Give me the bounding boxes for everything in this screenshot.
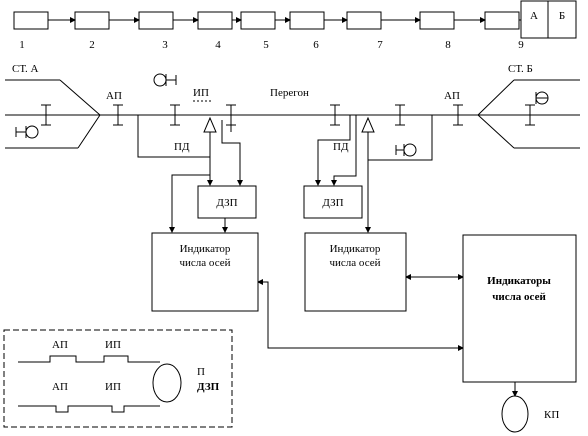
chain-number-9: 9 xyxy=(518,39,524,51)
chain-block-4 xyxy=(197,11,233,30)
legend-dzp: ДЗП xyxy=(197,381,220,393)
chain-block-2 xyxy=(74,11,110,30)
signal-lower-right xyxy=(395,143,417,157)
legend-ap-2: АП xyxy=(52,381,68,393)
chain-block-5 xyxy=(240,11,276,30)
indicators-big-line1: Индикаторы xyxy=(487,275,551,287)
indicator-left-block: Индикатор числа осей xyxy=(151,232,259,312)
indicators-big-line2: числа осей xyxy=(492,291,546,303)
legend-ip-2: ИП xyxy=(105,381,121,393)
sensor-left xyxy=(203,116,217,133)
station-a-label: СТ. А xyxy=(12,63,38,75)
end-box-b: Б xyxy=(559,10,565,22)
legend-ap-1: АП xyxy=(52,339,68,351)
peregon-label: Перегон xyxy=(270,87,309,99)
signal-station-a xyxy=(15,125,39,139)
chain-number-7: 7 xyxy=(377,39,383,51)
legend: АП ИП АП ИП П ДЗП xyxy=(3,329,233,428)
indicator-mid-line1: Индикатор xyxy=(330,243,381,255)
chain-block-6 xyxy=(289,11,325,30)
pd-left-label: ПД xyxy=(174,141,190,153)
legend-pulse-1 xyxy=(18,355,160,363)
chain-block-7 xyxy=(346,11,382,30)
chain-block-9 xyxy=(484,11,520,30)
chain-number-2: 2 xyxy=(89,39,95,51)
dzp-left-block: ДЗП xyxy=(197,185,257,219)
chain-block-1 xyxy=(13,11,49,30)
signal-station-b xyxy=(535,91,549,105)
legend-lamp xyxy=(152,363,182,403)
insulating-joints xyxy=(41,104,535,126)
legend-pulse-2 xyxy=(18,405,160,413)
indicator-mid-block: Индикатор числа осей xyxy=(304,232,407,312)
legend-p: П xyxy=(197,366,205,378)
chain-number-5: 5 xyxy=(263,39,269,51)
chain-number-3: 3 xyxy=(162,39,168,51)
dzp-left-label: ДЗП xyxy=(216,197,237,209)
ap-right-label: АП xyxy=(444,90,460,102)
sensor-right xyxy=(361,116,375,133)
ip-label: ИП xyxy=(193,87,209,99)
kp-label: КП xyxy=(544,409,559,421)
chain-number-1: 1 xyxy=(19,39,25,51)
end-box-a: А xyxy=(530,10,538,22)
indicator-left-line2: числа осей xyxy=(180,257,231,269)
ap-left-label: АП xyxy=(106,90,122,102)
indicator-left-line1: Индикатор xyxy=(180,243,231,255)
pd-right-label: ПД xyxy=(333,141,349,153)
chain-number-6: 6 xyxy=(313,39,319,51)
chain-block-8 xyxy=(419,11,455,30)
kp-indicator: КП xyxy=(501,395,559,433)
station-b-label: СТ. Б xyxy=(508,63,533,75)
track: СТ. А СТ. Б АП АП ИП Перегон xyxy=(5,63,580,157)
indicators-big-block: Индикаторы числа осей xyxy=(462,234,577,383)
top-chain: А Б 1 2 3 4 5 6 7 8 9 xyxy=(13,0,577,51)
chain-number-4: 4 xyxy=(215,39,221,51)
legend-ip-1: ИП xyxy=(105,339,121,351)
dzp-right-block: ДЗП xyxy=(303,185,363,219)
signal-upper-left xyxy=(153,73,177,87)
chain-block-3 xyxy=(138,11,174,30)
dzp-right-label: ДЗП xyxy=(322,197,343,209)
chain-number-8: 8 xyxy=(445,39,451,51)
wiring xyxy=(137,115,518,397)
indicator-mid-line2: числа осей xyxy=(330,257,381,269)
